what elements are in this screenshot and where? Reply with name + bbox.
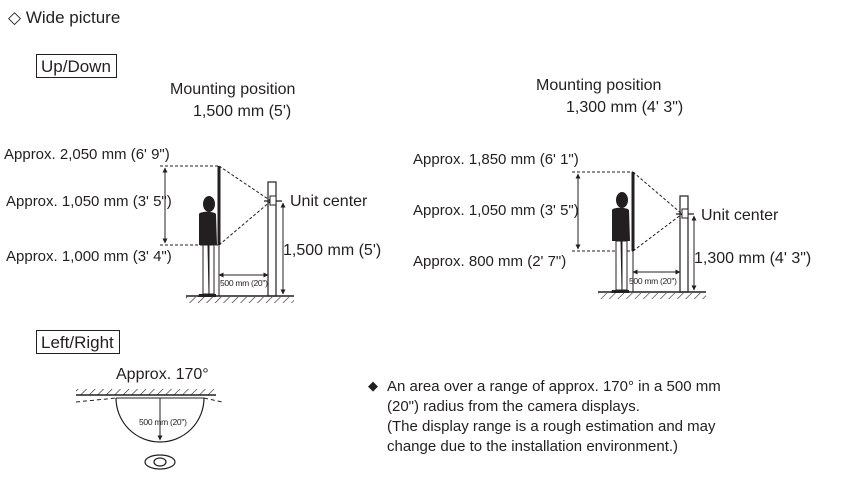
left-mid-height: Approx. 1,050 mm (3' 5") <box>6 193 172 210</box>
wall-post <box>267 181 277 297</box>
right-top-height: Approx. 1,850 mm (6' 1") <box>413 151 579 168</box>
note-text: An area over a range of approx. 170° in … <box>387 377 721 457</box>
note-line: (20") radius from the camera displays. <box>387 398 640 415</box>
page-title-text: Wide picture <box>25 8 121 27</box>
person-silhouette <box>611 192 630 293</box>
wall-hatch <box>76 389 216 395</box>
right-unit-center: Unit center <box>701 207 779 224</box>
right-bottom-height: Approx. 800 mm (2' 7") <box>413 253 567 270</box>
view-arc <box>115 397 205 443</box>
diamond-filled-icon: ◆ <box>368 378 378 393</box>
leftright-label: Left/Right <box>36 330 120 354</box>
right-updown-diagram <box>572 171 706 299</box>
left-top-height: Approx. 2,050 mm (6' 9") <box>4 146 170 163</box>
left-mount-label: Mounting position <box>170 81 296 98</box>
note-line: (The display range is a rough estimation… <box>387 418 716 435</box>
left-mount-value: 1,500 mm (5') <box>193 103 292 120</box>
leftright-angle: Approx. 170° <box>116 366 209 383</box>
note-line: change due to the installation environme… <box>387 438 679 455</box>
leftright-radius: 500 mm (20") <box>139 417 187 427</box>
updown-label: Up/Down <box>36 54 117 78</box>
left-distance: 500 mm (20") <box>220 278 268 288</box>
camera-eye-icon <box>144 454 176 470</box>
left-unit-center: Unit center <box>290 193 368 210</box>
right-unit-height: 1,300 mm (4' 3") <box>694 250 812 267</box>
diamond-outline-icon: ◇ <box>8 8 22 27</box>
right-mount-label: Mounting position <box>536 77 662 94</box>
left-bottom-height: Approx. 1,000 mm (3' 4") <box>6 248 172 265</box>
note-line: An area over a range of approx. 170° in … <box>387 378 721 395</box>
right-mount-value: 1,300 mm (4' 3") <box>566 99 684 116</box>
leftright-diagram <box>75 389 223 470</box>
right-mid-height: Approx. 1,050 mm (3' 5") <box>413 202 579 219</box>
page-title: ◇ Wide picture <box>8 8 120 28</box>
right-distance: 500 mm (20") <box>629 276 677 286</box>
floor-hatch <box>186 297 294 303</box>
left-updown-diagram <box>160 165 294 303</box>
person-silhouette <box>198 196 217 297</box>
left-unit-height: 1,500 mm (5') <box>283 242 382 259</box>
